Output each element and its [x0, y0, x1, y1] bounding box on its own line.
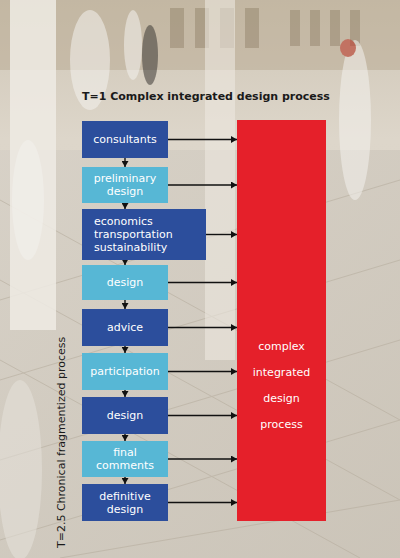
flow-arrow: [124, 434, 125, 441]
flow-arrow: [168, 415, 237, 416]
node-text: definitive design: [87, 490, 163, 516]
flow-arrow: [168, 139, 237, 140]
flow-arrow: [206, 234, 237, 235]
process-box: design: [82, 397, 168, 434]
process-box: participation: [82, 353, 168, 390]
flow-arrow: [168, 458, 237, 459]
flow-arrow: [124, 346, 125, 353]
flow-arrow: [168, 502, 237, 503]
process-box: preliminary design: [82, 167, 168, 203]
flow-arrow: [124, 158, 125, 167]
axis-label: T=2.5 Chronical fragmentized process: [55, 337, 68, 548]
flow-arrow: [168, 327, 237, 328]
node-text: consultants: [93, 133, 157, 146]
flow-arrow: [168, 371, 237, 372]
flow-arrow: [124, 390, 125, 397]
flow-arrow: [168, 184, 237, 185]
node-text: design: [107, 409, 144, 422]
process-box: advice: [82, 309, 168, 346]
flow-arrow: [168, 282, 237, 283]
diagram-title: T=1 Complex integrated design process: [82, 90, 330, 103]
node-text: preliminary design: [87, 172, 163, 198]
process-box: consultants: [82, 121, 168, 158]
node-text: final comments: [87, 446, 163, 472]
node-text: complex integrated design process: [242, 334, 321, 438]
process-box: definitive design: [82, 484, 168, 521]
flow-arrow: [124, 300, 125, 309]
process-box: design: [82, 265, 168, 300]
node-text: economics transportation sustainability: [94, 215, 201, 254]
node-text: design: [107, 276, 144, 289]
node-text: participation: [90, 365, 160, 378]
integrated-process-band: complex integrated design process: [237, 120, 326, 521]
process-box: economics transportation sustainability: [82, 209, 206, 260]
node-text: advice: [107, 321, 143, 334]
process-box: final comments: [82, 441, 168, 477]
flow-arrow: [124, 477, 125, 484]
